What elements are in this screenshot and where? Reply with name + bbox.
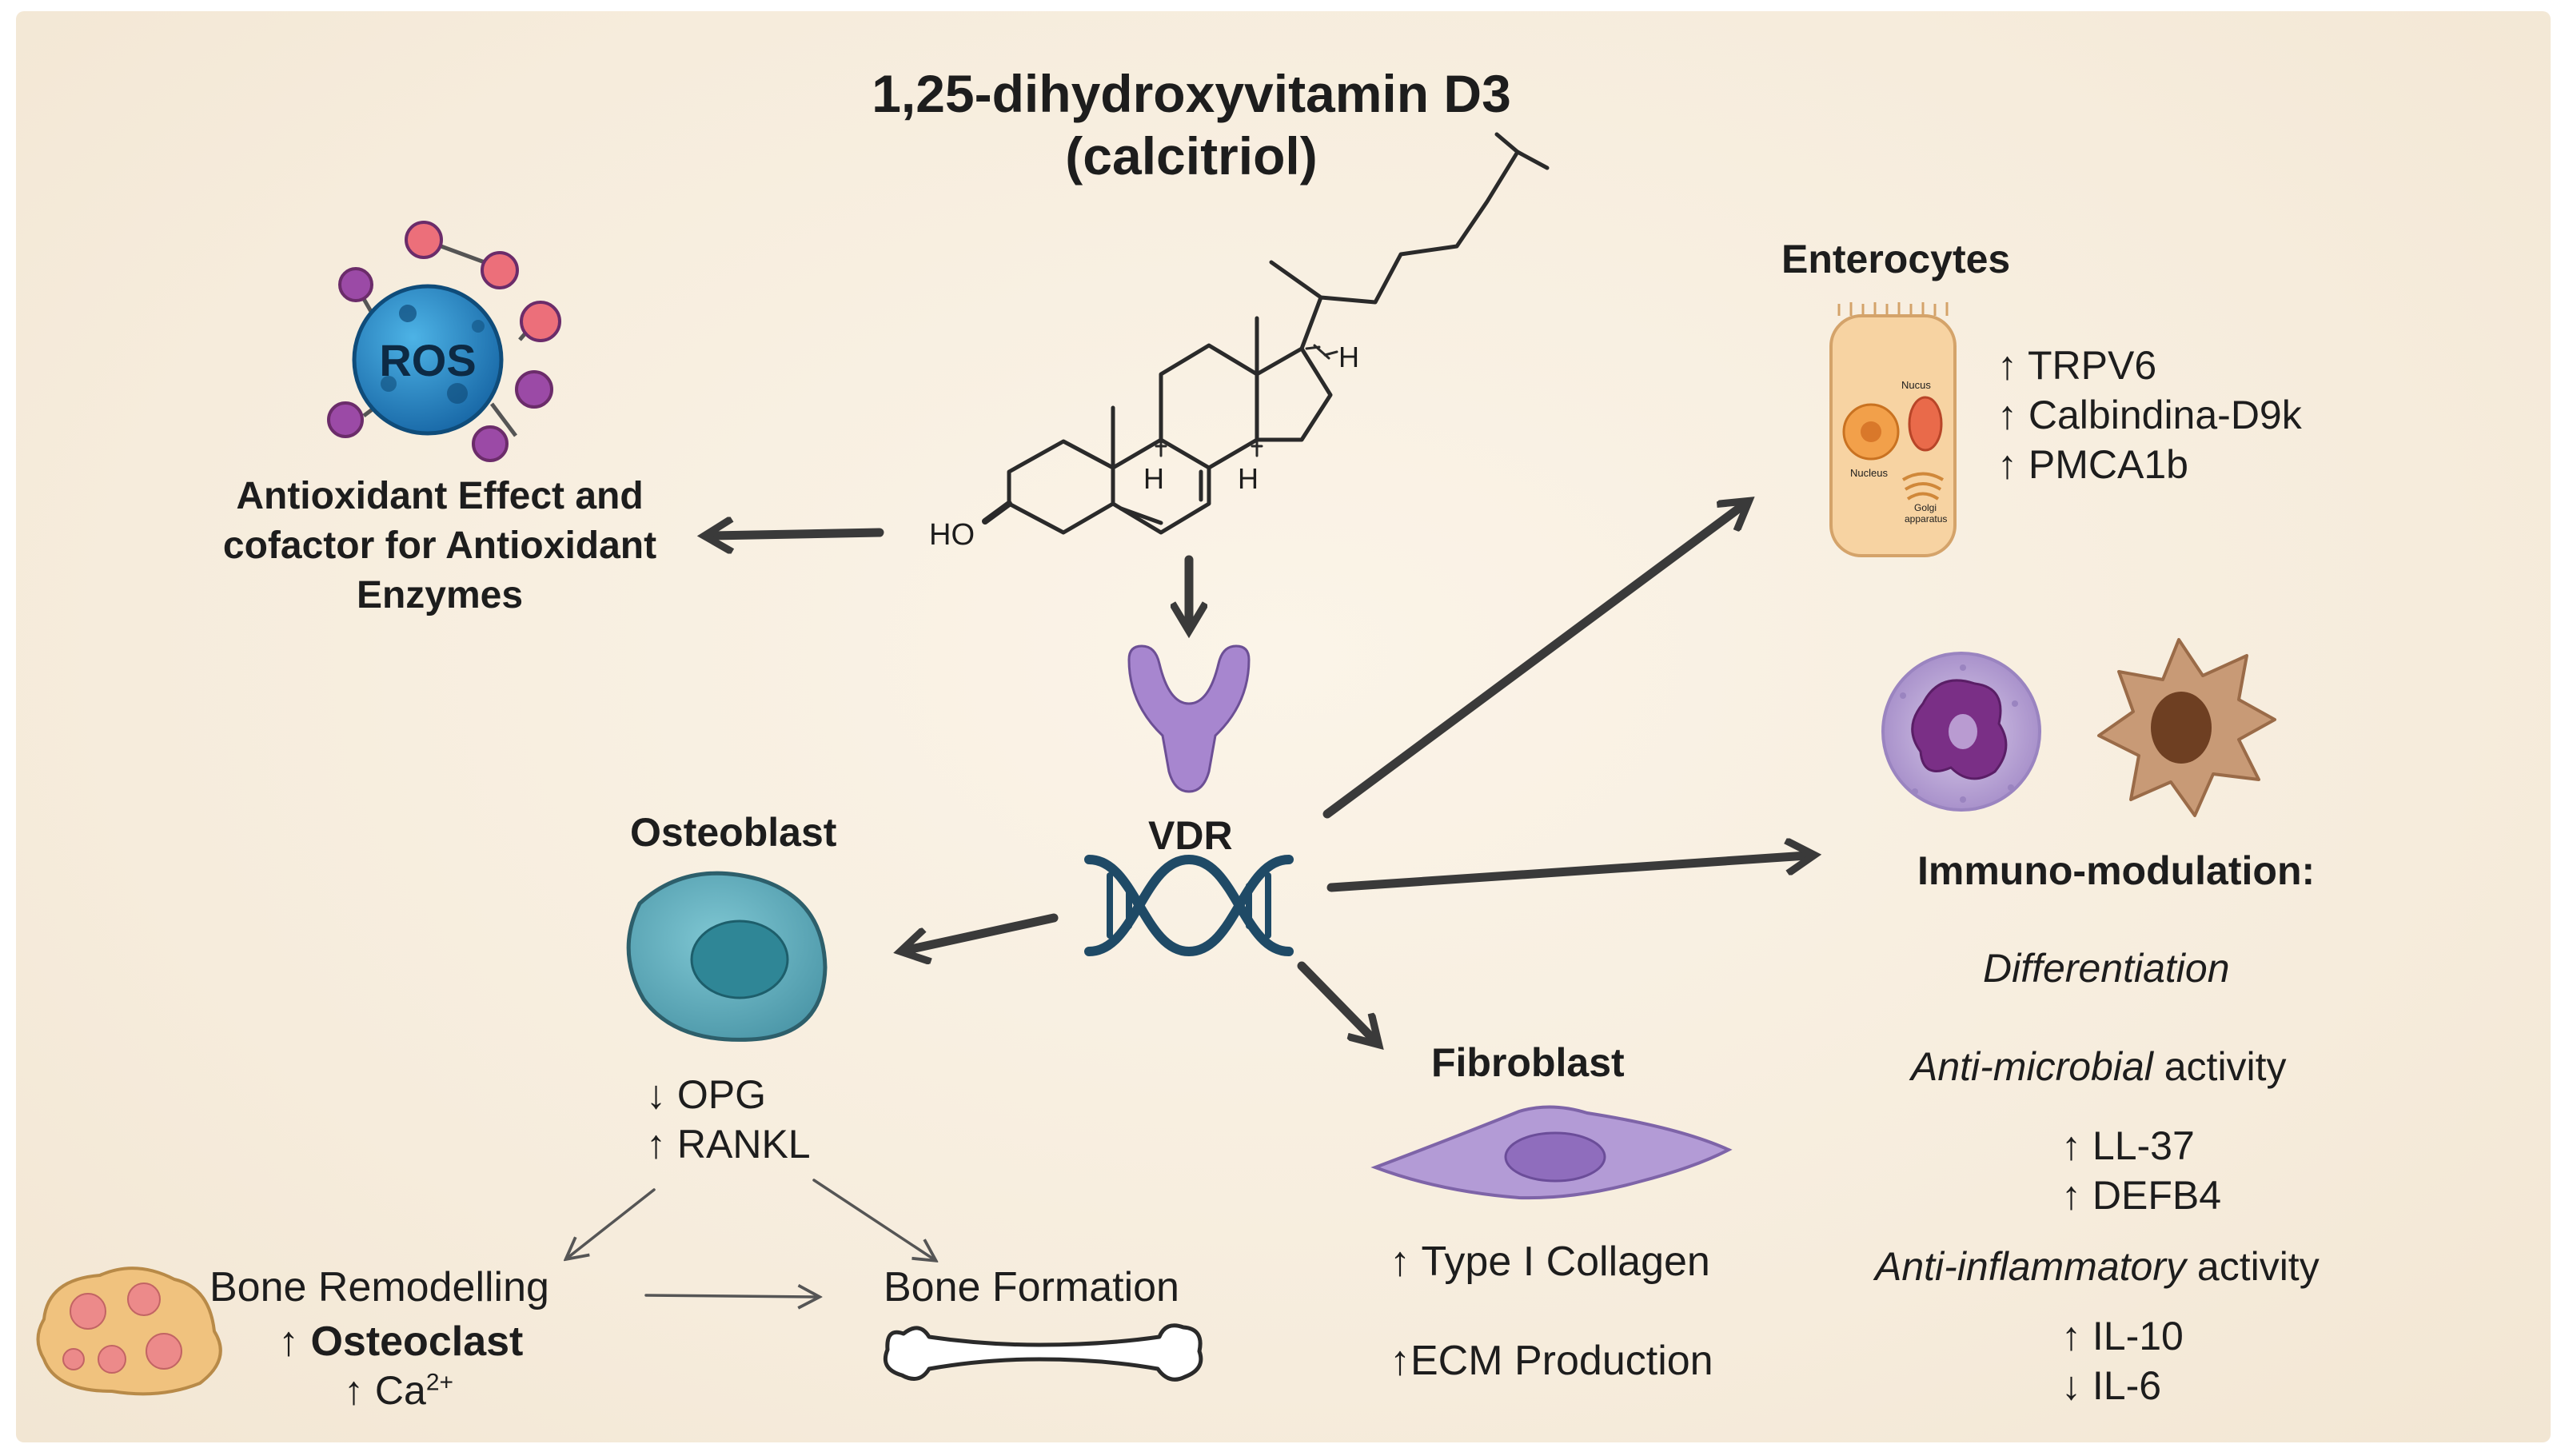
molecule-h-left: H xyxy=(1143,462,1164,495)
fibroblast-marker-collagen: ↑ Type I Collagen xyxy=(1390,1239,1710,1285)
osteoclast-label: ↑ Osteoclast xyxy=(278,1318,523,1366)
marker-il6: ↓ IL-6 xyxy=(2061,1363,2162,1408)
marker-defb4: ↑ DEFB4 xyxy=(2061,1173,2222,1218)
marker-il10: ↑ IL-10 xyxy=(2061,1314,2184,1358)
macrophage-cell xyxy=(2097,638,2276,817)
enterocyte-golgi-label: Golgi apparatus xyxy=(1905,502,1948,525)
vdr-label: VDR xyxy=(1148,813,1233,858)
molecule-h-right: H xyxy=(1238,462,1259,495)
calcium-superscript: 2+ xyxy=(425,1369,454,1396)
enterocyte-nucleus-label: Nucleus xyxy=(1850,467,1888,479)
antiinflammatory-plain: activity xyxy=(2186,1244,2320,1289)
ros-caption-line-1: Antioxidant Effect and xyxy=(236,475,644,517)
title-line-1: 1,25-dihydroxyvitamin D3 xyxy=(872,64,1511,123)
marker-trpv6: ↑ TRPV6 xyxy=(1997,343,2157,388)
receptor xyxy=(1127,644,1251,793)
bone-remodelling-label: Bone Remodelling xyxy=(209,1264,549,1310)
immuno-antiinflammatory: Anti-inflammatory activity xyxy=(1875,1243,2320,1290)
fibroblast-title: Fibroblast xyxy=(1431,1040,1625,1085)
molecule-ho-label: HO xyxy=(929,518,975,552)
neutrophil-cell xyxy=(1881,652,2041,812)
arrow-to-ros xyxy=(712,533,884,536)
fibroblast-cell xyxy=(1370,1105,1733,1200)
antiinflammatory-italic: Anti-inflammatory xyxy=(1875,1244,2186,1289)
dna-helix xyxy=(1084,854,1294,957)
thin-arrows xyxy=(568,1179,934,1297)
osteoblast-title: Osteoblast xyxy=(630,810,837,855)
ros-molecule xyxy=(327,221,561,462)
antiinflammatory-markers: ↑ IL-10 ↓ IL-6 xyxy=(2061,1311,2184,1410)
marker-rankl: ↑ RANKL xyxy=(646,1122,811,1167)
immuno-title: Immuno-modulation: xyxy=(1917,848,2316,893)
molecule-h-top: H xyxy=(1338,341,1359,373)
enterocytes-title: Enterocytes xyxy=(1781,237,2011,281)
osteoclast-cell xyxy=(36,1267,222,1396)
ros-badge: ROS xyxy=(379,335,477,385)
marker-opg: ↓ OPG xyxy=(646,1072,767,1117)
ros-caption: Antioxidant Effect and cofactor for Anti… xyxy=(200,472,680,620)
title-line-2: (calcitriol) xyxy=(1065,126,1318,185)
marker-pmca1b: ↑ PMCA1b xyxy=(1997,442,2188,487)
calcium-text: ↑ Ca xyxy=(344,1368,426,1413)
bone-icon xyxy=(883,1323,1203,1382)
arrow-to-immuno xyxy=(1326,856,1807,892)
arrows xyxy=(712,505,1807,1039)
arrow-rankl-to-formation xyxy=(812,1179,934,1259)
arrow-rankl-to-remodelling xyxy=(568,1188,656,1258)
marker-ll37: ↑ LL-37 xyxy=(2061,1123,2195,1168)
page-title: 1,25-dihydroxyvitamin D3 (calcitriol) xyxy=(864,62,1519,187)
ros-caption-line-3: Enzymes xyxy=(356,574,524,616)
marker-calbindin: ↑ Calbindina-D9k xyxy=(1997,393,2302,437)
enterocyte-markers: ↑ TRPV6 ↑ Calbindina-D9k ↑ PMCA1b xyxy=(1997,341,2302,489)
immuno-differentiation: Differentiation xyxy=(1983,946,2230,991)
arrow-to-fibroblast xyxy=(1297,961,1374,1039)
calcium-label: ↑ Ca2+ xyxy=(344,1367,453,1414)
osteoblast-markers: ↓ OPG ↑ RANKL xyxy=(646,1070,811,1169)
immuno-antimicrobial: Anti-microbial activity xyxy=(1911,1043,2287,1090)
osteoblast-cell xyxy=(626,871,828,1042)
arrow-remodelling-to-formation xyxy=(644,1295,817,1297)
antimicrobial-italic: Anti-microbial xyxy=(1911,1044,2153,1089)
ros-caption-line-2: cofactor for Antioxidant xyxy=(222,525,657,567)
bone-formation-label: Bone Formation xyxy=(884,1264,1179,1310)
antimicrobial-markers: ↑ LL-37 ↑ DEFB4 xyxy=(2061,1121,2221,1220)
enterocyte-cell xyxy=(1829,302,1957,557)
arrow-to-osteoblast xyxy=(908,913,1059,950)
osteoclast-arrow: ↑ xyxy=(278,1318,311,1365)
arrow-to-enterocytes xyxy=(1322,505,1743,819)
fibroblast-marker-ecm: ↑ECM Production xyxy=(1390,1338,1713,1384)
antimicrobial-plain: activity xyxy=(2152,1044,2287,1089)
enterocyte-nucleus-top-label: Nucus xyxy=(1901,379,1931,391)
calcitriol-structure xyxy=(982,132,1550,535)
osteoclast-text: Osteoclast xyxy=(310,1318,524,1365)
